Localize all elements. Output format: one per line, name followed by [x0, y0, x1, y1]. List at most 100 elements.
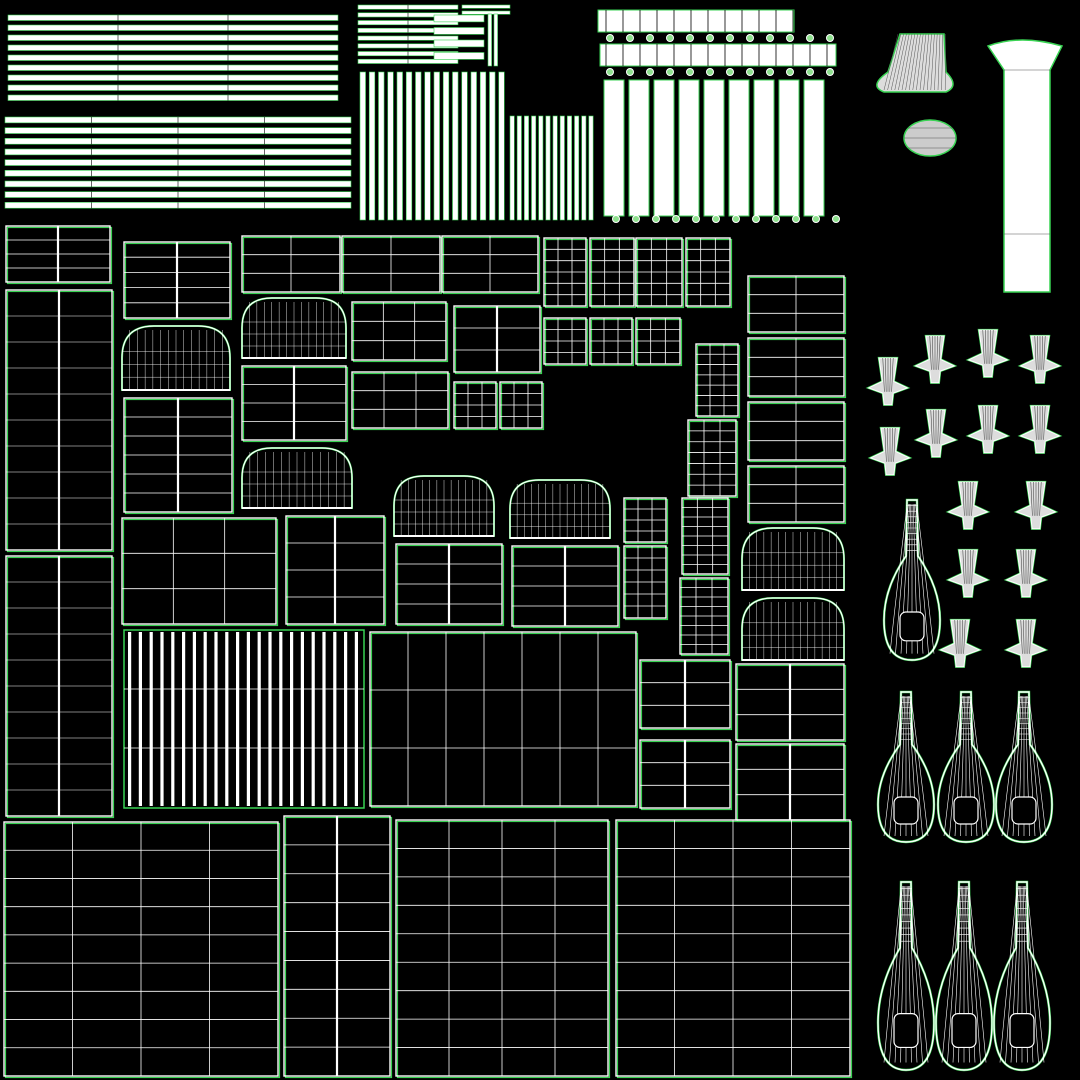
uv-shell-edges — [442, 236, 538, 292]
uv-grid-shell — [543, 237, 589, 309]
uv-shell-edges — [930, 409, 942, 444]
uv-seam-outline — [640, 660, 733, 731]
uv-column-edges — [1004, 69, 1050, 235]
uv-shell-edges — [883, 885, 929, 1063]
uv-knob — [752, 215, 760, 223]
uv-vstrip — [531, 115, 537, 221]
uv-seam-outline — [286, 516, 387, 627]
uv-seam-outline — [636, 238, 685, 309]
uv-panel — [603, 79, 625, 217]
uv-strip — [433, 14, 485, 23]
uv-seam-outline — [616, 820, 853, 1079]
uv-vase-shell — [882, 498, 942, 662]
uv-grid-shell — [5, 225, 113, 285]
uv-seam-outline — [396, 544, 505, 627]
uv-vstrip — [545, 115, 551, 221]
uv-vstrip — [479, 71, 487, 221]
uv-strip-edges — [117, 15, 229, 21]
uv-grid-shell — [241, 365, 349, 443]
uv-vstrip — [574, 115, 580, 221]
uv-flute — [246, 632, 250, 806]
uv-flute — [149, 632, 153, 806]
uv-strip-shell — [461, 4, 511, 15]
uv-shell-edges — [124, 688, 364, 749]
uv-shell-edges — [352, 302, 446, 360]
uv-grid-shell — [441, 235, 541, 295]
uv-knob — [646, 68, 654, 76]
uv-arch-shell — [741, 597, 845, 661]
uv-knob — [646, 34, 654, 42]
uv-capital-edges — [883, 33, 946, 91]
uv-grid-shell — [123, 397, 235, 515]
uv-strip-edges — [117, 55, 229, 61]
uv-finial-shell — [865, 356, 911, 406]
uv-vstrip — [487, 13, 492, 67]
uv-seam-outline — [6, 290, 115, 553]
uv-strip — [7, 14, 339, 21]
uv-shell-edges — [982, 329, 994, 364]
uv-flute — [192, 632, 196, 806]
uv-torus-edges — [904, 127, 956, 149]
uv-strip — [7, 84, 339, 91]
uv-vstrip — [516, 115, 522, 221]
uv-shell-outline — [393, 475, 495, 537]
uv-strip-shell — [7, 14, 339, 101]
uv-flute — [214, 632, 218, 806]
uv-shell-hole — [951, 1012, 977, 1049]
uv-shell-outline — [993, 881, 1051, 1071]
uv-shell-edges — [396, 820, 608, 1076]
uv-finial-shell — [945, 480, 991, 530]
uv-seam-outline — [396, 820, 611, 1079]
uv-strip-edges — [91, 117, 265, 123]
uv-seam-outline — [686, 238, 733, 309]
uv-vstrip-shell — [487, 13, 498, 67]
uv-shell-edges — [748, 466, 844, 522]
uv-grid-shell — [123, 241, 233, 321]
uv-seam-outline — [748, 338, 847, 399]
uv-finial-shell — [965, 404, 1011, 454]
uv-shell-edges — [1020, 619, 1032, 654]
uv-grid-shell — [5, 289, 115, 553]
uv-vstrip — [470, 71, 477, 221]
uv-shell-edges — [122, 330, 230, 390]
uv-knob — [786, 34, 794, 42]
uv-seam-outline — [500, 382, 545, 431]
uv-panel — [678, 79, 700, 217]
uv-seam-outline — [748, 276, 847, 335]
uv-knob — [826, 68, 834, 76]
uv-knob — [746, 34, 754, 42]
uv-flute — [354, 632, 358, 806]
uv-grid-shell — [639, 739, 733, 811]
uv-grid-shell — [283, 815, 393, 1079]
uv-knob — [606, 34, 614, 42]
uv-shell-edges — [500, 382, 542, 428]
uv-shell-edges — [1020, 549, 1032, 584]
uv-flute — [290, 632, 294, 806]
uv-flute — [322, 632, 326, 806]
uv-grid-shell — [615, 819, 853, 1079]
uv-shell-hole — [893, 796, 919, 825]
uv-shell-edges — [544, 318, 586, 364]
uv-strip — [7, 54, 339, 61]
uv-knob — [706, 68, 714, 76]
uv-knob — [832, 215, 840, 223]
uv-shell-edges — [242, 236, 340, 292]
uv-vstrip — [359, 71, 366, 221]
uv-shell-edges — [696, 344, 738, 416]
uv-seam-outline — [636, 318, 683, 367]
uv-strip-edges — [91, 138, 265, 145]
uv-vstrip — [461, 71, 468, 221]
uv-flute — [257, 632, 261, 806]
uv-flute — [344, 632, 348, 806]
uv-shell-outline — [883, 499, 941, 661]
uv-shell-hole — [1009, 1012, 1035, 1049]
uv-seam-outline — [696, 344, 741, 419]
uv-strip-edges — [117, 85, 229, 91]
uv-knob — [626, 68, 634, 76]
uv-grid-shell — [453, 381, 499, 431]
uv-shell-edges — [929, 335, 941, 370]
uv-shell-outline — [741, 597, 845, 661]
uv-strip — [7, 64, 339, 71]
uv-vstrip — [442, 71, 450, 221]
uv-band — [597, 9, 795, 33]
